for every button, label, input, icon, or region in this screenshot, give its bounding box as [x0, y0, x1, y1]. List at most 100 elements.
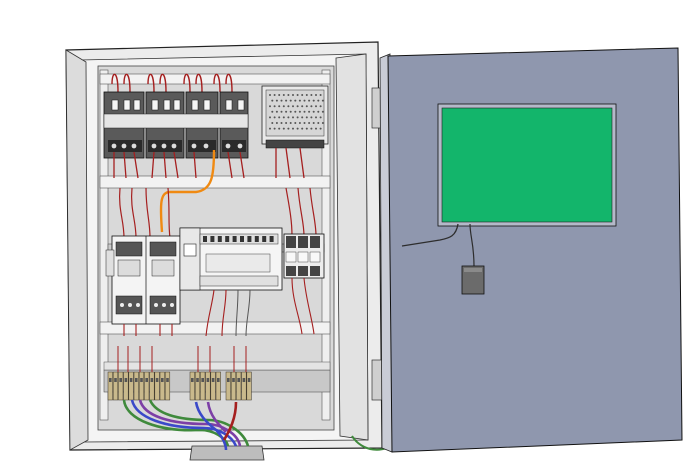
vent-hole [301, 127, 304, 130]
terminal-block [154, 371, 160, 401]
hinge-bottom [371, 359, 383, 401]
top-row [103, 73, 329, 233]
terminal-screw [232, 378, 235, 382]
terminal-screw [135, 378, 138, 382]
vent-hole [275, 99, 278, 102]
vent-hole [301, 105, 304, 108]
terminal-block [194, 371, 201, 401]
vent-hole [298, 122, 301, 124]
terminal-block [236, 371, 242, 401]
vent-hole [305, 116, 308, 119]
vent-hole [275, 110, 278, 113]
vent-hole [308, 99, 311, 102]
vent-hole [298, 110, 301, 113]
contactors [105, 235, 181, 325]
terminal-block [164, 371, 171, 401]
vent-hole [305, 94, 308, 96]
gland-plate [189, 445, 265, 461]
wires-bottom [117, 346, 247, 372]
vent-hole [280, 122, 283, 124]
vent-hole [301, 94, 304, 96]
plc-terminal [262, 236, 267, 242]
power-supply-unit [261, 85, 329, 149]
vent-hole [308, 110, 311, 113]
vent-hole [292, 94, 294, 96]
vent-hole [273, 105, 276, 108]
vent-hole [312, 99, 315, 102]
terminal-block [123, 371, 129, 401]
plc-terminal [232, 236, 237, 242]
terminal-screw [145, 378, 148, 382]
terminal-block [246, 371, 252, 401]
plc-terminal-row [203, 236, 274, 242]
vent-hole [321, 99, 324, 102]
terminal-screw [140, 378, 143, 382]
terminal-screw [150, 378, 154, 382]
terminal-block [159, 371, 165, 401]
cabinet-left-wall [65, 49, 89, 451]
terminal-screw [201, 378, 204, 382]
terminal-block [210, 371, 216, 401]
vent-hole [305, 105, 308, 108]
hmi-screen [441, 107, 613, 223]
terminal-block [149, 371, 155, 401]
vent-hole [294, 99, 297, 102]
terminal-block [241, 371, 247, 401]
vent-hole [312, 110, 315, 113]
hmi-cable [401, 223, 459, 247]
vent-hole [275, 122, 278, 124]
terminal-block [205, 371, 211, 401]
vent-hole [280, 110, 283, 113]
vent-hole [282, 105, 285, 108]
wires-breakers-down [113, 147, 305, 179]
vent-hole [269, 116, 271, 119]
terminal-screw [217, 378, 220, 382]
vent-hole [282, 116, 285, 119]
vent-hole [269, 127, 271, 130]
cable-duct-middle-2 [99, 321, 331, 335]
terminal-block [144, 371, 150, 401]
vent-hole [292, 105, 294, 108]
cable-bundle [122, 399, 250, 451]
terminal-block [189, 371, 195, 401]
wires-middle-down-gray [235, 289, 251, 337]
circuit-breakers [103, 91, 249, 159]
plc-terminal [269, 236, 274, 242]
vent-hole [278, 105, 281, 108]
wires-middle [118, 187, 317, 239]
terminal-block [128, 371, 134, 401]
vent-hole [319, 127, 322, 130]
vent-hole [282, 127, 285, 130]
terminal-screw [161, 378, 164, 382]
vent-hole [303, 110, 306, 113]
vent-hole [289, 122, 292, 124]
wire-orange [159, 149, 216, 233]
vent-hole [317, 110, 320, 113]
vent-hole [287, 94, 290, 96]
vent-hole [273, 116, 276, 119]
vent-hole [273, 127, 276, 130]
psu-vent-pattern [269, 94, 324, 130]
terminal-screw [211, 378, 215, 382]
vent-hole [273, 94, 276, 96]
vent-hole [315, 105, 317, 108]
vent-hole [310, 127, 313, 130]
vent-hole [301, 116, 304, 119]
vent-hole [289, 110, 292, 113]
plc-terminal [210, 236, 215, 242]
vent-hole [315, 94, 317, 96]
middle-row [105, 187, 325, 337]
terminal-screw [114, 378, 117, 382]
vent-hole [292, 116, 294, 119]
vent-hole [319, 105, 322, 108]
vent-hole [296, 94, 299, 96]
terminal-screw [206, 378, 210, 382]
vent-hole [296, 116, 299, 119]
terminal-block [200, 371, 206, 401]
vent-hole [287, 127, 290, 130]
vent-hole [305, 127, 308, 130]
cabinet-door [379, 47, 683, 453]
vent-hole [287, 116, 290, 119]
vent-hole [271, 110, 274, 113]
vent-hole [271, 99, 274, 102]
